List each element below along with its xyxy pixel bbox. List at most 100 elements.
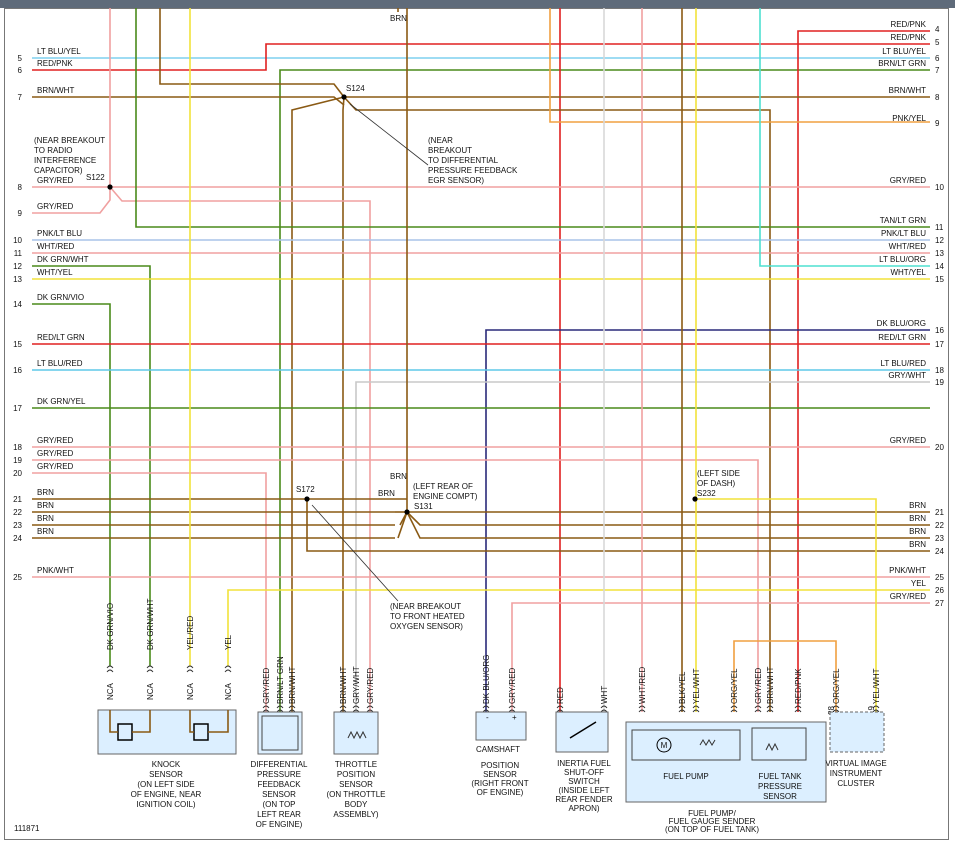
- wire-red-pnk-4: [797, 30, 930, 712]
- note-s232-line-0: (LEFT SIDE: [697, 469, 740, 478]
- dpfe-sensor-label-line-6: OF ENGINE): [256, 820, 303, 829]
- wire-number-right: 4: [935, 25, 940, 34]
- wire-label-left: GRY/RED: [37, 436, 74, 445]
- wire-number-left: 21: [13, 495, 22, 504]
- wire-brn-wht-left: [32, 96, 345, 106]
- wire-number-left: 23: [13, 521, 22, 530]
- wire-label-left: BRN: [37, 527, 54, 536]
- connector-tps: [352, 705, 360, 713]
- knock-lead-2: [132, 710, 151, 733]
- wire-number-left: 7: [18, 93, 23, 102]
- wire-number-right: 20: [935, 443, 944, 452]
- dpfe-sensor-label-line-3: SENSOR: [262, 790, 296, 799]
- camshaft-desc-line-1: SENSOR: [483, 770, 517, 779]
- wire-label-right: PNK/LT BLU: [881, 229, 926, 238]
- wire-number-left: 20: [13, 469, 22, 478]
- wire-dk-grn-wht: [32, 265, 151, 666]
- note-s122-line-2: INTERFERENCE: [34, 156, 96, 165]
- pin-label-fuel-pump: YEL/WHT: [692, 668, 701, 704]
- pin-label-fuel-pump: BLK/YEL: [678, 671, 687, 704]
- wire-label-right: LT BLU/YEL: [882, 47, 926, 56]
- camshaft-sensor-box: [475, 711, 527, 741]
- wire-number-right: 18: [935, 366, 944, 375]
- wire-gry-red-20: [32, 472, 267, 712]
- camshaft-desc-line-0: POSITION: [481, 761, 519, 770]
- inertia-switch-label-line-4: REAR FENDER: [555, 795, 613, 804]
- splice-label-s122: S122: [86, 173, 105, 182]
- wire-number-right: 19: [935, 378, 944, 387]
- pin-label-cluster: ORG/YEL: [832, 668, 841, 704]
- pin-label-fuel-pump: WHT/RED: [638, 666, 647, 704]
- knock-sensor-label-line-2: (ON LEFT SIDE: [137, 780, 194, 789]
- cmp-minus: -: [486, 713, 489, 722]
- wire-dk-grn-vio: [32, 303, 111, 666]
- wire-brn-wht-dpfe: [291, 96, 345, 712]
- connector-knock: [106, 665, 114, 673]
- splice-label-s232: S232: [697, 489, 716, 498]
- dpfe-inner: [261, 715, 299, 751]
- inertia-switch-label-line-2: SWITCH: [568, 777, 600, 786]
- wire-number-right: 25: [935, 573, 944, 582]
- inertia-switch-label-line-1: SHUT-OFF: [564, 768, 604, 777]
- note-s122-line-0: (NEAR BREAKOUT: [34, 136, 105, 145]
- wire-number-left: 15: [13, 340, 22, 349]
- note-s124-line-4: EGR SENSOR): [428, 176, 484, 185]
- tank-pressure-inner: [751, 727, 807, 761]
- wire-number-right: 7: [935, 66, 940, 75]
- wire-number-left: 12: [13, 262, 22, 271]
- pin-label-dpfe: BRN/WHT: [288, 667, 297, 704]
- wire-number-right: 24: [935, 547, 944, 556]
- wire-number-left: 13: [13, 275, 22, 284]
- wire-label-right: DK BLU/ORG: [877, 319, 926, 328]
- brn-label-s131: BRN: [390, 472, 407, 481]
- wire-number-left: 8: [18, 183, 23, 192]
- wire-red-pnk: [32, 43, 930, 71]
- note-s131-line-1: ENGINE COMPT): [413, 492, 478, 501]
- fuel-sender-label-line-0: FUEL PUMP/: [688, 809, 736, 818]
- splice-s172: [304, 496, 310, 502]
- wire-label-right: BRN: [909, 540, 926, 549]
- wire-pnk-yel: [549, 8, 930, 123]
- wire-tan-lt-grn: [135, 8, 930, 228]
- leader-s172: [311, 504, 399, 602]
- wire-number-right: 17: [935, 340, 944, 349]
- motor-m: M: [661, 741, 668, 750]
- cmp-plus: +: [512, 713, 517, 722]
- wire-label-right: GRY/RED: [890, 176, 927, 185]
- wire-gry-red-tps: [109, 186, 371, 712]
- splice-s124: [341, 94, 347, 100]
- wire-brn-wht-tps: [342, 96, 345, 712]
- fuel-tank-label-line-0: FUEL TANK: [759, 772, 803, 781]
- connector-fuel-pump: [692, 705, 700, 713]
- wire-number-left: 24: [13, 534, 22, 543]
- wire-yel-26: [227, 589, 930, 666]
- pin-label-inertia: RED: [556, 687, 565, 704]
- splice-s131: [404, 509, 410, 515]
- knock-sensor-label-line-1: SENSOR: [149, 770, 183, 779]
- fuel-sender-label-line-2: (ON TOP OF FUEL TANK): [665, 825, 759, 834]
- pin-label-dpfe: BRN/LT GRN: [276, 656, 285, 704]
- connector-knock: [224, 665, 232, 673]
- wire-label-left: PNK/WHT: [37, 566, 74, 575]
- wire-number-right: 23: [935, 534, 944, 543]
- wire-label-left: GRY/RED: [37, 449, 74, 458]
- splice-s232: [692, 496, 698, 502]
- connector-dpfe: [288, 705, 296, 713]
- pin-label-knock: DK GRN/WHT: [146, 598, 155, 650]
- wire-number-right: 26: [935, 586, 944, 595]
- wire-label-right: PNK/WHT: [889, 566, 926, 575]
- pin-label-knock: YEL: [224, 634, 233, 650]
- cluster-label-line-0: VIRTUAL IMAGE: [825, 759, 886, 768]
- connector-fuel-pump: [766, 705, 774, 713]
- pin-label-tps: GRY/RED: [366, 667, 375, 704]
- tps-label-line-5: ASSEMBLY): [333, 810, 379, 819]
- wire-brn-lt-grn: [279, 69, 930, 712]
- wire-number-right: 9: [935, 119, 940, 128]
- brn-label-top: BRN: [390, 14, 407, 23]
- wire-number-right: 13: [935, 249, 944, 258]
- splice-s122: [107, 184, 113, 190]
- wire-label-left: LT BLU/YEL: [37, 47, 81, 56]
- note-s172-line-1: TO FRONT HEATED: [390, 612, 465, 621]
- camshaft-desc-line-3: OF ENGINE): [477, 788, 524, 797]
- knock-sensor-label-line-0: KNOCK: [152, 760, 181, 769]
